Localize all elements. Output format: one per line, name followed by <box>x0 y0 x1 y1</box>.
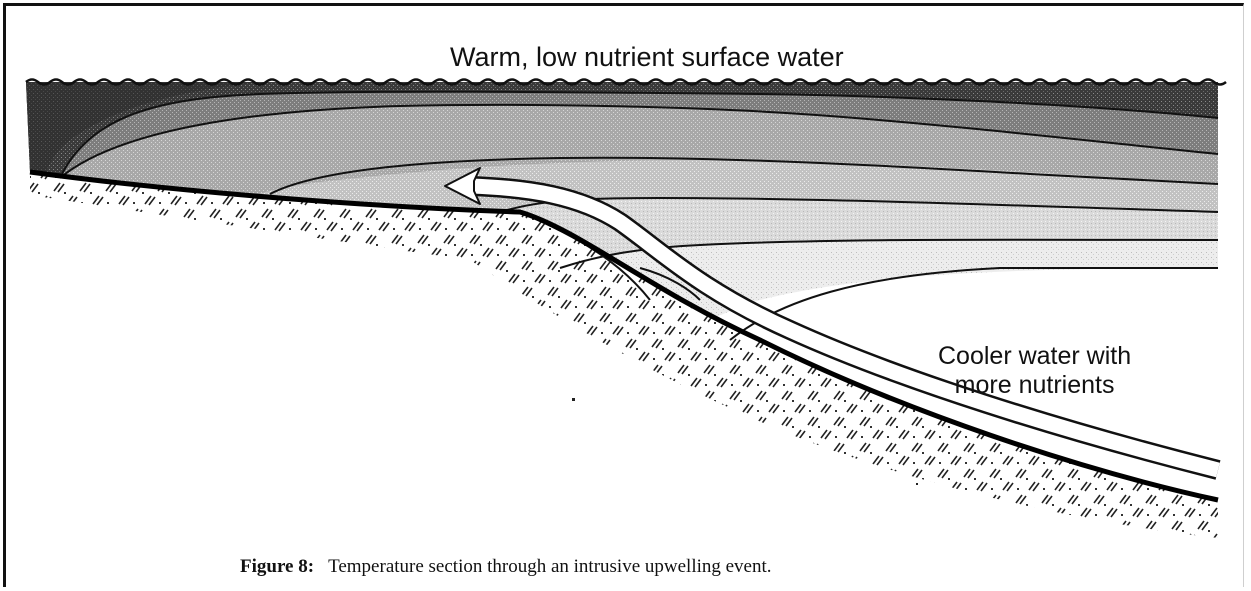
seafloor-sediment <box>30 172 1218 538</box>
deep-water-label-line1: Cooler water with <box>938 342 1132 370</box>
figure-caption-text: Temperature section through an intrusive… <box>328 556 772 577</box>
figure-number: Figure 8: <box>240 556 315 577</box>
upwelling-flow-arrow <box>444 167 1221 480</box>
figure-caption: Figure 8: Temperature section through an … <box>240 556 772 578</box>
sea-surface <box>25 78 1227 86</box>
seafloor-line <box>29 169 1219 503</box>
surface-water-label: Warm, low nutrient surface water <box>450 42 844 72</box>
isotherm-lines <box>59 90 1219 341</box>
deep-water-label-line2: more nutrients <box>954 370 1115 399</box>
figure-frame <box>3 3 1244 587</box>
deep-water-label: Cooler water with more nutrients <box>938 342 1131 400</box>
